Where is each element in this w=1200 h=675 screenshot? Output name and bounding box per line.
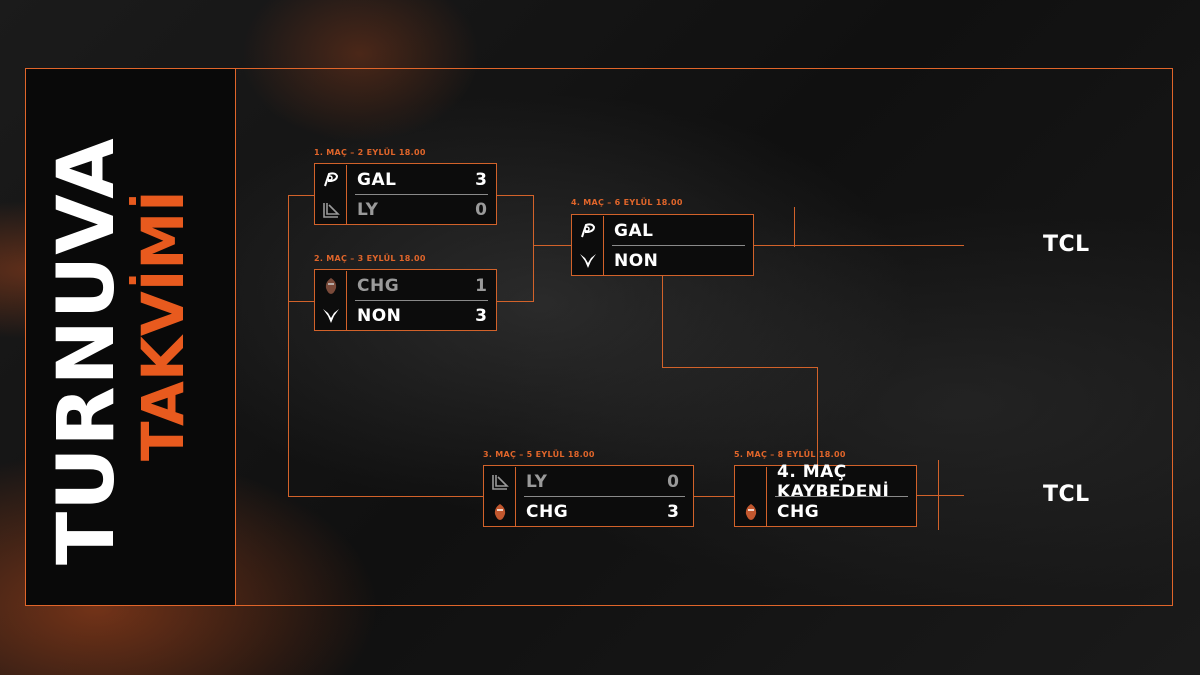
team-name: LY [357,200,379,220]
match-4-label: 4. MAÇ – 6 EYLÜL 18.00 [571,198,683,207]
match-4-team-1: GAL [572,216,753,246]
chg-logo-icon [484,497,516,527]
connector-line [533,245,571,246]
team-score: 3 [667,502,679,522]
title-panel: TURNUVA TAKVİMİ [25,68,236,606]
empty-logo-slot [735,467,767,497]
row-divider [524,496,685,497]
match-4-card: GAL NON [571,214,754,276]
team-score: 0 [475,200,487,220]
team-name: NON [357,306,402,326]
tcl-label-lower: TCL [1043,482,1090,507]
connector-line [288,301,314,302]
match-2-team-2: NON 3 [315,301,496,331]
match-5-label: 5. MAÇ – 8 EYLÜL 18.00 [734,450,846,459]
gal-logo-icon [315,165,347,195]
match-1-team-2: LY 0 [315,195,496,225]
connector-line [694,496,734,497]
connector-line [662,276,663,368]
match-5-team-2: CHG [735,497,916,527]
connector-line [533,195,534,302]
team-name: LY [526,472,548,492]
team-name: 4. MAÇ KAYBEDENİ [777,462,890,502]
row-divider [355,300,488,301]
ly-logo-icon [484,467,516,497]
match-2-team-1: CHG 1 [315,271,496,301]
chg-logo-icon [735,497,767,527]
match-1-label: 1. MAÇ – 2 EYLÜL 18.00 [314,148,426,157]
match-3-label: 3. MAÇ – 5 EYLÜL 18.00 [483,450,595,459]
match-3-card: LY 0 CHG 3 [483,465,694,527]
match-3-team-2: CHG 3 [484,497,693,527]
row-divider [355,194,488,195]
connector-line [288,195,289,497]
connector-line [938,460,939,530]
match-2-label: 2. MAÇ – 3 EYLÜL 18.00 [314,254,426,263]
connector-line [794,245,964,246]
team-name: CHG [357,276,400,296]
team-name: GAL [357,170,397,190]
connector-line [497,301,533,302]
team-name: CHG [777,502,820,522]
connector-line [662,367,818,368]
team-score: 1 [475,276,487,296]
non-logo-icon [572,246,604,276]
connector-line [288,195,314,196]
team-name: CHG [526,502,569,522]
match-4-team-2: NON [572,246,753,276]
tcl-label-upper: TCL [1043,232,1090,257]
team-name: GAL [614,221,654,241]
team-score: 0 [667,472,679,492]
gal-logo-icon [572,216,604,246]
title-line-1: TURNUVA [42,137,132,565]
team-score: 3 [475,306,487,326]
connector-line [817,367,818,467]
match-3-team-1: LY 0 [484,467,693,497]
connector-line [288,496,483,497]
connector-line [794,207,795,247]
match-1-card: GAL 3 LY 0 [314,163,497,225]
connector-line [497,195,533,196]
match-5-card: 4. MAÇ KAYBEDENİ CHG [734,462,917,527]
row-divider [612,245,745,246]
connector-line [754,245,794,246]
match-5-team-1: 4. MAÇ KAYBEDENİ [735,462,916,502]
match-2-card: CHG 1 NON 3 [314,269,497,331]
ly-logo-icon [315,195,347,225]
team-score: 3 [475,170,487,190]
row-divider [775,496,908,497]
connector-line [917,495,964,496]
team-name: NON [614,251,659,271]
non-logo-icon [315,301,347,331]
chg-logo-icon [315,271,347,301]
match-1-team-1: GAL 3 [315,165,496,195]
title-line-2: TAKVİMİ [129,190,197,461]
